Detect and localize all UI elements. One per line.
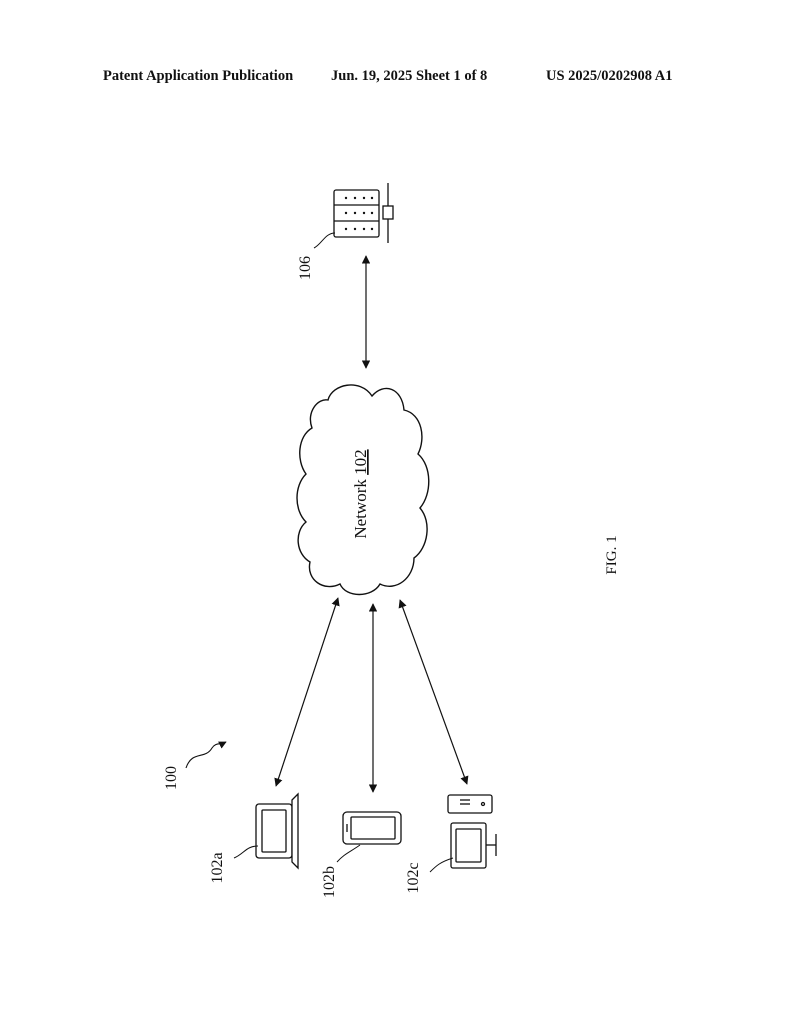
network-cloud <box>296 384 430 596</box>
desktop-leader-line <box>429 857 454 873</box>
server-rack-icon <box>333 183 394 243</box>
desktop-ref-label: 102c <box>405 862 422 893</box>
desktop-computer-icon <box>447 794 497 869</box>
server-leader-line <box>313 232 336 249</box>
system-ref-leader-arrow <box>185 741 227 769</box>
figure-label: FIG. 1 <box>604 535 620 574</box>
network-label-text: Network <box>351 479 370 539</box>
network-label: Network 102 <box>351 449 370 538</box>
smartphone-icon <box>342 811 402 845</box>
smartphone-ref-label: 102b <box>321 866 338 898</box>
server-ref-label: 106 <box>297 256 314 280</box>
publication-title: Patent Application Publication <box>103 68 294 84</box>
laptop-ref-label: 102a <box>209 852 226 883</box>
network-device-102c-arrow <box>398 599 469 785</box>
network-ref: 102 <box>351 449 370 475</box>
publication-date-sheet: Jun. 19, 2025 Sheet 1 of 8 <box>331 68 488 84</box>
publication-number: US 2025/0202908 A1 <box>546 68 673 84</box>
laptop-icon <box>255 792 299 870</box>
network-device-102a-arrow <box>274 597 340 787</box>
laptop-leader-line <box>233 845 259 859</box>
system-ref-label: 100 <box>163 766 180 790</box>
smartphone-leader-line <box>336 844 361 863</box>
